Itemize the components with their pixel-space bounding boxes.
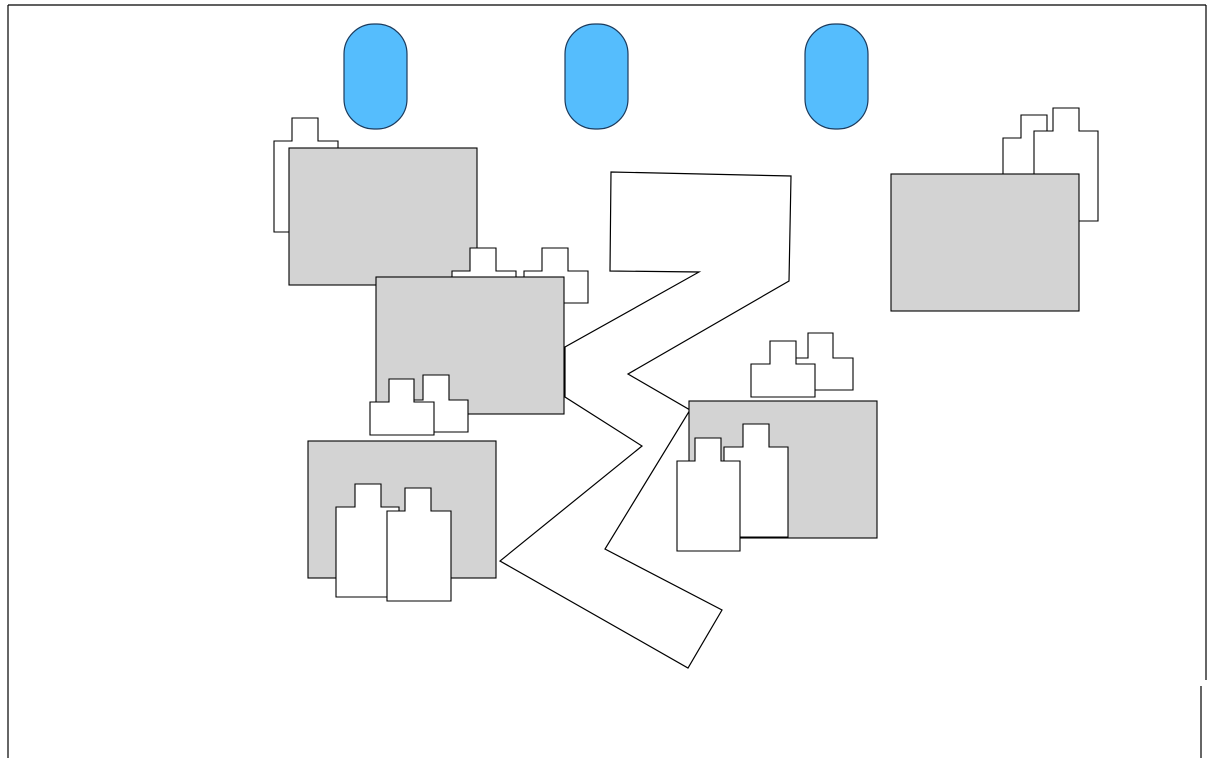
chair-f1 xyxy=(750,340,816,398)
group-top-left xyxy=(273,117,478,286)
chair-g1 xyxy=(676,437,741,552)
chair-c1 xyxy=(369,378,435,436)
group-bottom-left-chairs xyxy=(335,483,452,602)
group-top-right xyxy=(890,107,1099,312)
chair-d2 xyxy=(386,487,452,602)
capsules xyxy=(343,23,869,130)
gray-table-top-right xyxy=(890,173,1080,312)
blue-capsule-2 xyxy=(564,23,629,130)
blue-capsule-1 xyxy=(343,23,408,130)
zigzag-walkway xyxy=(498,171,792,669)
page-border xyxy=(7,4,1207,758)
gray-table-top-left xyxy=(288,147,478,286)
blue-capsule-3 xyxy=(804,23,869,130)
group-middle-right-front-chairs xyxy=(676,423,789,552)
group-middle-right-back-chairs xyxy=(750,332,854,398)
group-middle-left-front-chairs xyxy=(369,374,469,436)
